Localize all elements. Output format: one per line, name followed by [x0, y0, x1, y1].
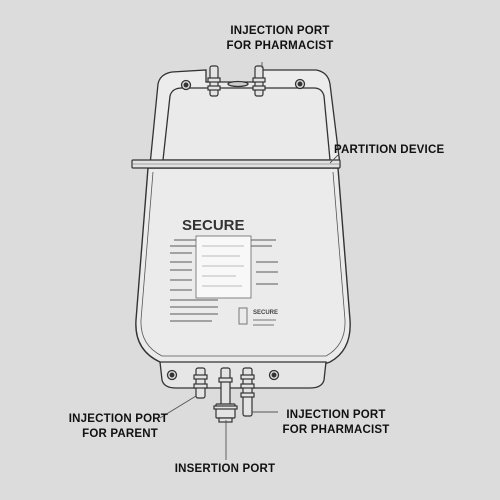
- label-injection-port-parent: INJECTION PORT FOR PARENT: [60, 412, 168, 442]
- label-injection-port-pharmacist-bottom: INJECTION PORT FOR PHARMACIST: [276, 408, 396, 438]
- top-injection-ports: [207, 65, 266, 97]
- label-top-injection-port: INJECTION PORT FOR PHARMACIST: [225, 24, 335, 54]
- label-left-port-line2: FOR PARENT: [82, 428, 158, 440]
- label-right-port-line1: INJECTION PORT: [286, 409, 386, 421]
- label-right-port-line2: FOR PHARMACIST: [282, 424, 390, 436]
- leader-lines: [159, 62, 339, 460]
- bottom-ports: [193, 367, 255, 423]
- label-insertion-port: INSERTION PORT: [174, 463, 276, 475]
- label-top-port-line1: INJECTION PORT: [230, 25, 330, 37]
- partition-device: [131, 159, 341, 169]
- label-partition-device: PARTITION DEVICE: [334, 144, 445, 156]
- bag-footer-brand: SECURE: [253, 310, 278, 316]
- white-sticker: [195, 235, 252, 299]
- bag-inner-outline: [140, 171, 346, 357]
- label-top-port-line2: FOR PHARMACIST: [226, 40, 334, 52]
- bag-hanger: [149, 69, 341, 166]
- bag-printed-label: SECURE SECURE: [170, 217, 278, 326]
- bag-brand-text: SECURE: [182, 217, 245, 234]
- label-left-port-line1: INJECTION PORT: [68, 413, 168, 425]
